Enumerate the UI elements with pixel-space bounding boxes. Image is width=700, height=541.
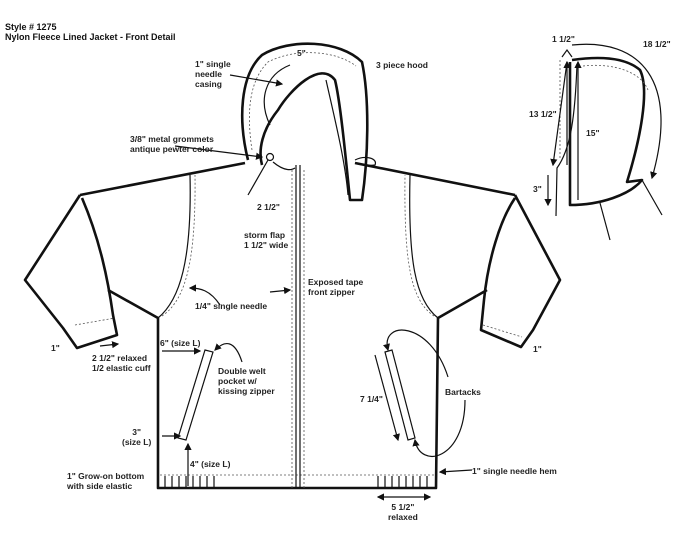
hood-height-label: 15": [586, 128, 600, 138]
pocket-from-side-label: 6" (size L): [160, 338, 201, 348]
bottom-label: 1" Grow-on bottom with side elastic: [67, 471, 145, 491]
hood-detail: [544, 43, 663, 241]
pocket-length-label: 7 1/4": [360, 394, 383, 404]
hood-neck-label: 3": [533, 184, 542, 194]
bottom-width-label: 5 1/2" relaxed: [388, 502, 418, 522]
grommets-label: 3/8" metal grommets antique pewter color: [130, 134, 214, 154]
hem-label: 1" single needle hem: [472, 466, 557, 476]
pocket-bottom-side-label: 3" (size L): [122, 427, 152, 447]
style-number: Style # 1275: [5, 22, 57, 32]
armhole-label: 1/4" single needle: [195, 301, 268, 311]
right-cuff-width-label: 1": [533, 344, 542, 354]
hood-front-length-label: 13 1/2": [529, 109, 557, 119]
casing-label: 1" single needle casing: [195, 59, 231, 89]
storm-flap-label: storm flap 1 1/2" wide: [244, 230, 289, 250]
grommet-distance-label: 2 1/2": [257, 202, 280, 212]
hood-crown-label: 18 1/2": [643, 39, 671, 49]
dimension-arrows: [99, 74, 473, 501]
hood-front-width-label: 1 1/2": [552, 34, 575, 44]
cuff-label: 2 1/2" relaxed 1/2 elastic cuff: [92, 353, 151, 373]
page-title: Nylon Fleece Lined Jacket - Front Detail: [5, 32, 176, 42]
body: [23, 161, 562, 490]
left-cuff-width-label: 1": [51, 343, 60, 353]
bartacks-label: Bartacks: [445, 387, 481, 397]
hood-label: 3 piece hood: [376, 60, 428, 70]
pocket-label: Double welt pocket w/ kissing zipper: [218, 366, 275, 396]
hood: [240, 42, 377, 202]
hood-panel-label: 5": [297, 48, 306, 58]
zipper-label: Exposed tape front zipper: [308, 277, 364, 297]
pocket-from-hem-label: 4" (size L): [190, 459, 231, 469]
